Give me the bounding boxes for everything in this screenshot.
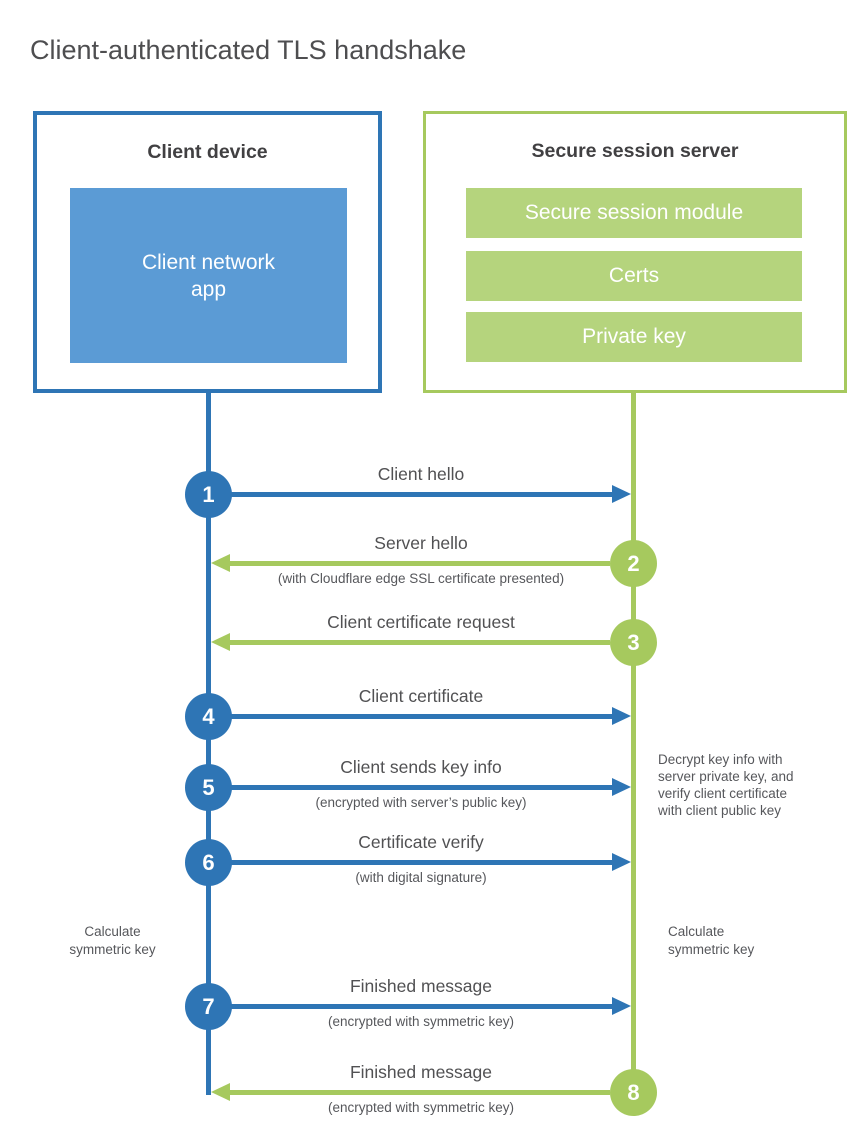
arrow-line-6 <box>231 859 613 865</box>
client-lifeline <box>206 393 211 1095</box>
arrow-head-3 <box>211 633 230 651</box>
arrow-label-8: Finished message <box>349 1062 493 1082</box>
arrow-head-1 <box>612 485 631 503</box>
step-circle-3: 3 <box>610 618 657 666</box>
step-circle-4: 4 <box>185 692 232 740</box>
arrow-line-2 <box>229 560 610 566</box>
client-network-app-box: Client network app <box>70 188 347 363</box>
step-circle-1: 1 <box>185 470 232 518</box>
arrow-label-7: Finished message <box>349 976 493 996</box>
calculate-symmetric-key-note-server: Calculate symmetric key <box>668 924 755 957</box>
arrow-label-6: Certificate verify <box>358 832 484 852</box>
arrow-sublabel-2: (with Cloudflare edge SSL certificate pr… <box>277 571 565 586</box>
arrow-line-5 <box>231 784 613 790</box>
arrow-head-5 <box>612 778 631 796</box>
server-lifeline <box>631 393 636 1093</box>
arrow-line-7 <box>231 1003 613 1009</box>
server-module-bar: Secure session module <box>466 188 802 238</box>
arrow-head-6 <box>612 853 631 871</box>
arrow-label-3: Client certificate request <box>327 612 515 632</box>
arrow-sublabel-7: (encrypted with symmetric key) <box>327 1014 515 1029</box>
arrow-head-2 <box>211 554 230 572</box>
secure-session-server-title: Secure session server <box>531 140 739 162</box>
decrypt-key-note: Decrypt key info with server private key… <box>658 752 794 818</box>
arrow-sublabel-5: (encrypted with server’s public key) <box>315 795 527 810</box>
arrow-line-4 <box>231 713 613 719</box>
arrow-label-4: Client certificate <box>358 686 484 706</box>
arrow-sublabel-8: (encrypted with symmetric key) <box>327 1100 515 1115</box>
arrow-head-4 <box>612 707 631 725</box>
calculate-symmetric-key-note-client: Calculate symmetric key <box>69 924 156 957</box>
step-circle-6: 6 <box>185 838 232 886</box>
step-circle-7: 7 <box>185 982 232 1030</box>
server-certs-bar: Certs <box>466 251 802 301</box>
arrow-line-1 <box>231 491 613 497</box>
step-circle-2: 2 <box>610 539 657 587</box>
step-circle-8: 8 <box>610 1068 657 1116</box>
arrow-line-8 <box>229 1089 610 1095</box>
arrow-head-7 <box>612 997 631 1015</box>
arrow-label-5: Client sends key info <box>340 757 502 777</box>
arrow-head-8 <box>211 1083 230 1101</box>
arrow-sublabel-6: (with digital signature) <box>355 870 487 885</box>
server-private-key-bar: Private key <box>466 312 802 362</box>
step-circle-5: 5 <box>185 763 232 811</box>
page-title: Client-authenticated TLS handshake <box>30 35 467 66</box>
arrow-label-2: Server hello <box>374 533 468 553</box>
client-device-title: Client device <box>147 141 268 163</box>
arrow-line-3 <box>229 639 610 645</box>
arrow-label-1: Client hello <box>377 464 465 484</box>
